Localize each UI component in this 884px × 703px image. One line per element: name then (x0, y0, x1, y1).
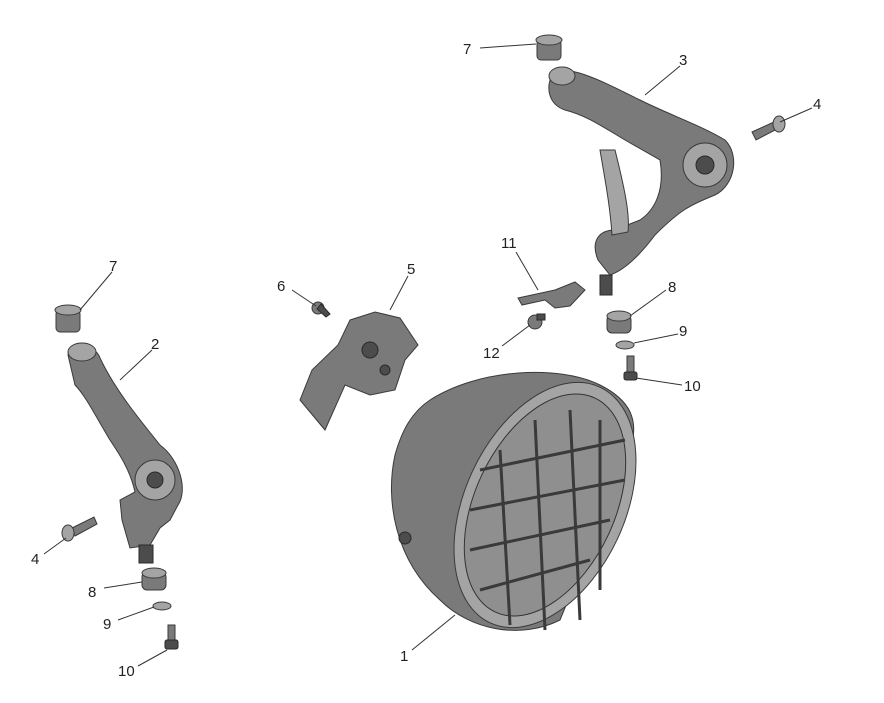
callout-8-left: 8 (88, 584, 96, 601)
callout-12: 12 (483, 345, 500, 362)
part-9-washer-right (615, 340, 635, 350)
part-11-clip (517, 281, 586, 309)
part-10-bolt-right (623, 355, 638, 381)
callout-1: 1 (400, 648, 408, 665)
callout-10-left: 10 (118, 663, 135, 680)
part-5-housing (299, 311, 419, 431)
callout-5: 5 (407, 261, 415, 278)
callout-4-top: 4 (813, 96, 821, 113)
part-9-washer-left (152, 601, 172, 611)
part-7-bushing-top (535, 34, 563, 61)
callout-labels: 7 3 4 11 5 6 7 2 8 9 12 10 4 8 9 1 10 (31, 41, 821, 680)
callout-7-top: 7 (463, 41, 471, 58)
callout-9-left: 9 (103, 616, 111, 633)
callout-10-right: 10 (684, 378, 701, 395)
part-1-headlight (390, 371, 637, 631)
callout-8-right: 8 (668, 279, 676, 296)
part-8-grommet-right (606, 310, 632, 334)
part-4-bolt-left (61, 516, 98, 542)
callout-4-left: 4 (31, 551, 39, 568)
part-3-right-bracket (548, 66, 735, 296)
part-8-grommet-left (141, 567, 167, 591)
callout-9-right: 9 (679, 323, 687, 340)
callout-11: 11 (501, 235, 517, 252)
part-7-bushing-left (54, 304, 82, 333)
part-4-bolt-top (751, 115, 786, 141)
callout-6: 6 (277, 278, 285, 295)
callout-3: 3 (679, 52, 687, 69)
part-12-screw (527, 313, 546, 330)
leader-lines (43, 43, 813, 667)
callout-7-left: 7 (109, 258, 117, 275)
callout-2: 2 (151, 336, 159, 353)
part-10-bolt-left (164, 624, 179, 650)
part-2-left-bracket (67, 342, 183, 564)
part-6-screw (311, 301, 331, 318)
